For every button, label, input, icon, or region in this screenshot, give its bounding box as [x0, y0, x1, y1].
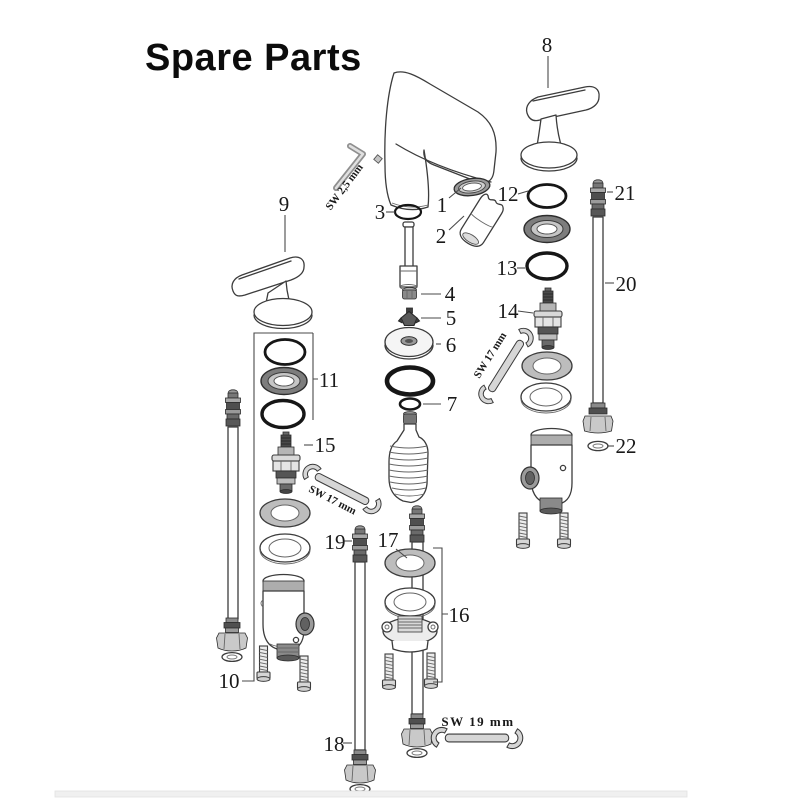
wrench-19-label: SW 19 mm [441, 714, 514, 729]
right-white-washer [520, 382, 572, 414]
callout-7: 7 [447, 392, 458, 416]
left-white-washer [259, 533, 311, 565]
part-13-oring [525, 251, 569, 281]
base-oring [384, 365, 436, 397]
hex-key-size-label: SW 2,5 mm [323, 162, 365, 213]
handle-8-drawing [520, 85, 600, 172]
callout-13: 13 [497, 256, 518, 280]
callout-2: 2 [436, 224, 447, 248]
callout-11: 11 [319, 368, 339, 392]
part-22-washer [587, 440, 609, 452]
callout-10: 10 [219, 669, 240, 693]
callout-9: 9 [279, 192, 290, 216]
callout-14: 14 [498, 299, 520, 323]
part-19-18-hose [343, 525, 377, 795]
part-11-ring-set [260, 338, 308, 430]
left-valve-body [260, 573, 315, 662]
right-bearing-ring [523, 214, 571, 244]
handle-9-drawing [231, 256, 313, 330]
faucet-body-drawing [384, 71, 497, 211]
mount-screw-2 [423, 652, 439, 689]
part-12-oring [526, 183, 568, 209]
part-6-disc [384, 326, 434, 360]
left-screw-2 [296, 655, 312, 692]
right-valve-body [520, 427, 573, 515]
callout-19: 19 [325, 530, 346, 554]
callout-5: 5 [446, 306, 457, 330]
part-7-oring [398, 397, 422, 411]
callout-18: 18 [324, 732, 345, 756]
flex-connector [388, 411, 429, 504]
right-screw-2 [556, 512, 572, 549]
mounting-flange [381, 615, 439, 653]
part-16-mounting-set [381, 548, 439, 690]
part-number-labels: 1 2 3 4 5 6 7 8 9 10 11 12 13 14 15 16 1… [219, 33, 637, 756]
callout-22: 22 [616, 434, 637, 458]
right-screw-1 [515, 512, 531, 549]
left-screw-1 [256, 645, 271, 682]
spindle-rod [399, 221, 418, 290]
part-5-poppet [397, 307, 421, 327]
callout-20: 20 [616, 272, 637, 296]
callout-4: 4 [445, 282, 456, 306]
left-grey-washer [259, 498, 311, 528]
leader-lines [242, 56, 614, 744]
callout-12: 12 [498, 182, 519, 206]
callout-3: 3 [375, 200, 386, 224]
callout-1: 1 [437, 193, 448, 217]
callout-21: 21 [615, 181, 636, 205]
scan-edge-artifact [54, 790, 688, 798]
callout-16: 16 [449, 603, 470, 627]
mount-screw-1 [381, 653, 397, 690]
part-15-cartridge [271, 431, 301, 495]
grub-screw [373, 154, 383, 164]
callout-17: 17 [378, 528, 399, 552]
callout-6: 6 [446, 333, 457, 357]
part-14-cartridge [533, 287, 563, 351]
right-grey-washer [521, 351, 573, 381]
part-1-aerator-ring [453, 177, 491, 197]
page-title: Spare Parts [145, 37, 362, 79]
callout-8: 8 [542, 33, 553, 57]
part-10-hose [215, 389, 249, 663]
callout-15: 15 [315, 433, 336, 457]
part-2-aerator-insert [459, 193, 504, 247]
hex-key-drawing [333, 143, 383, 191]
part-20-hose [582, 179, 614, 434]
part-4-nut [402, 287, 417, 300]
